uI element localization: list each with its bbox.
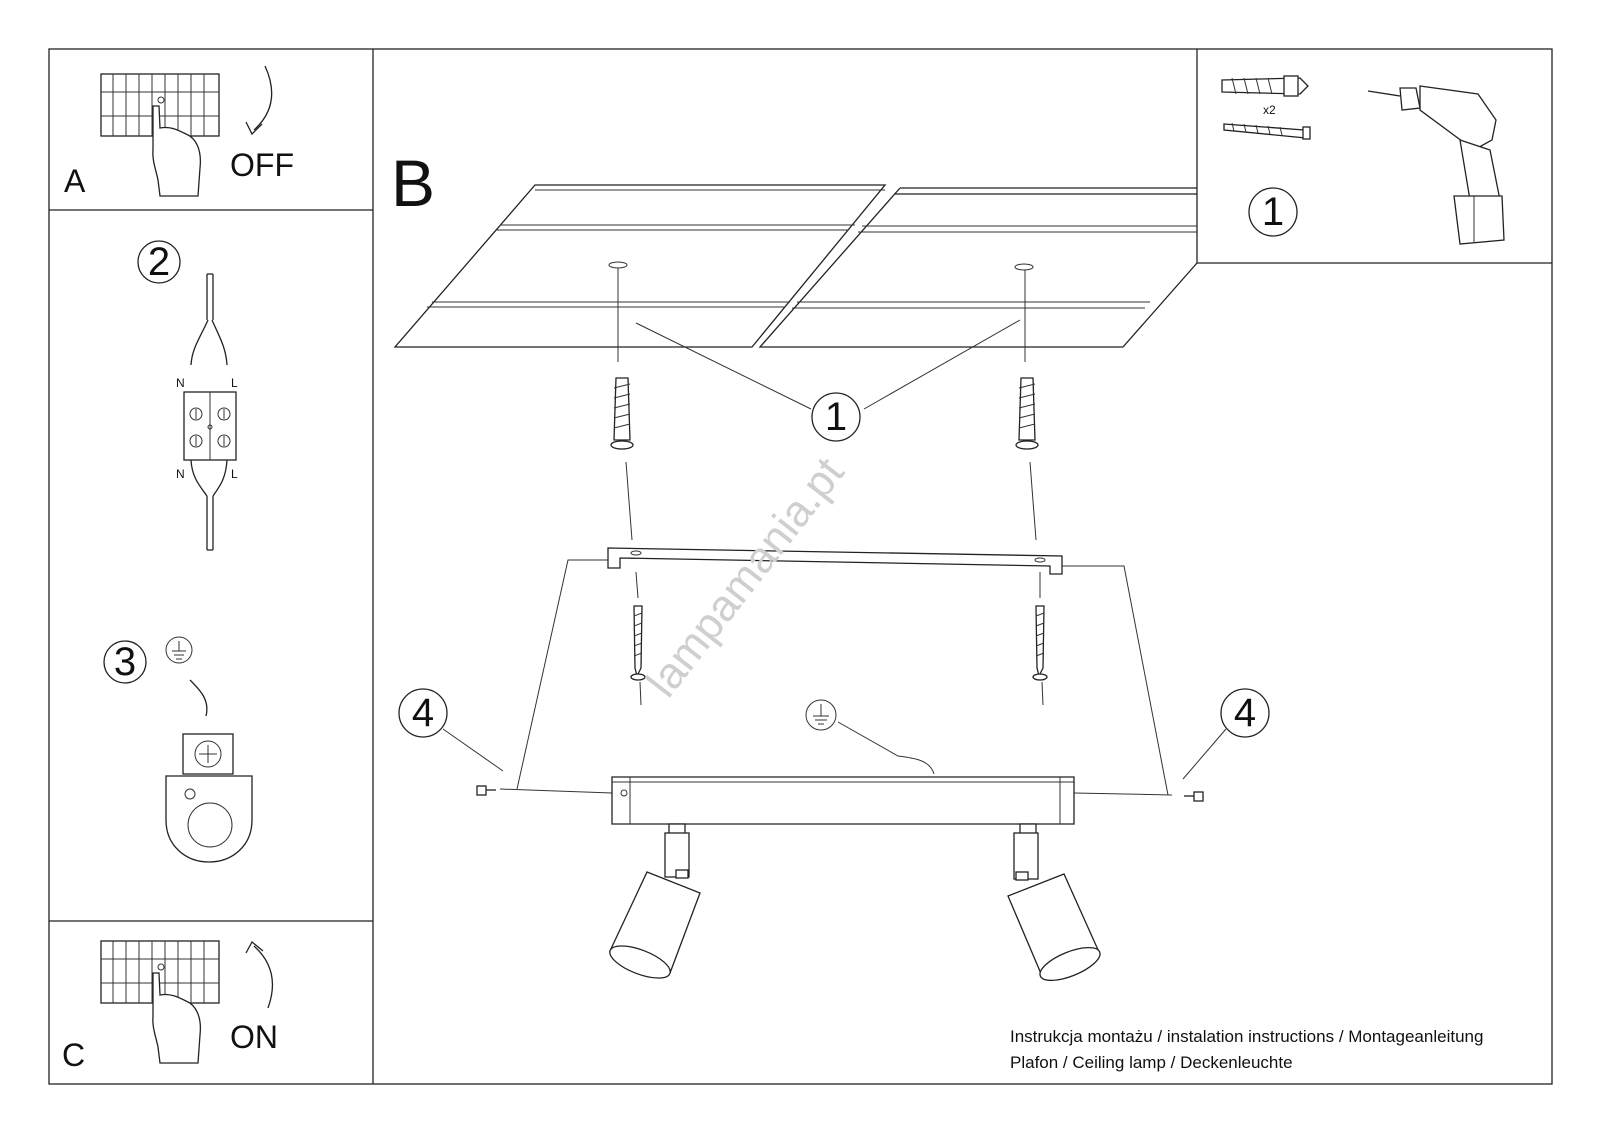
tools-panel: x2 1	[1221, 75, 1505, 245]
ground-step: 3	[103, 636, 253, 863]
step-2-number: 2	[148, 240, 170, 284]
step-1-badge-tools	[1248, 187, 1298, 237]
side-screw-icon	[476, 785, 496, 796]
spotlight-left	[609, 823, 701, 979]
watermark: lampamania.pt	[637, 449, 853, 707]
lamp-body	[611, 776, 1075, 825]
drill-guides	[617, 268, 1044, 706]
wall-plug-icon	[1221, 75, 1309, 97]
ground-terminal-icon	[165, 733, 253, 863]
terminal-block-icon	[183, 391, 237, 461]
step-1-number-tools: 1	[1262, 190, 1284, 234]
arrow-up-icon	[253, 945, 274, 1009]
panel-b-letter: B	[391, 146, 435, 220]
caption-line-1: Instrukcja montażu / instalation instruc…	[1010, 1027, 1484, 1046]
caption-line-2: Plafon / Ceiling lamp / Deckenleuchte	[1010, 1053, 1293, 1072]
panel-c-action: ON	[230, 1019, 278, 1055]
l-label-top: L	[231, 376, 238, 390]
hand-icon	[152, 972, 202, 1064]
screw-icon	[630, 605, 646, 681]
screw-icon	[1223, 122, 1311, 140]
screw-icon	[1032, 605, 1048, 681]
caption: Instrukcja montażu / instalation instruc…	[1010, 1024, 1483, 1076]
wire-bottom	[206, 496, 214, 551]
wall-plug-icon	[610, 377, 634, 450]
breaker-icon	[100, 73, 220, 137]
panel-c: C ON	[62, 940, 278, 1073]
earth-symbol-icon	[805, 699, 837, 731]
panel-a-letter: A	[64, 163, 86, 199]
anchor-count: x2	[1263, 103, 1276, 117]
step-3-number: 3	[114, 640, 136, 684]
wall-plug-icon	[1015, 377, 1039, 450]
panel-a: A OFF	[64, 65, 294, 199]
earth-symbol-icon	[165, 636, 193, 664]
step-4-number-right: 4	[1234, 691, 1256, 735]
step-4-badge-left	[398, 688, 448, 738]
drill-icon	[1367, 85, 1505, 245]
wiring-step: 2 N L N L	[137, 240, 238, 551]
panel-c-letter: C	[62, 1037, 85, 1073]
step-1-number: 1	[825, 395, 847, 439]
step-4-badge-right	[1220, 688, 1270, 738]
ceiling-illustration	[393, 184, 1198, 348]
hand-icon	[152, 105, 202, 197]
panel-a-action: OFF	[230, 147, 294, 183]
step-4-number-left: 4	[412, 691, 434, 735]
step-1-badge	[811, 392, 861, 442]
l-label-bottom: L	[231, 467, 238, 481]
arrow-down-icon	[253, 65, 273, 131]
outer-frame	[48, 48, 1553, 1085]
n-label-bottom: N	[176, 467, 185, 481]
side-screw-icon	[1184, 791, 1204, 802]
step-3-badge	[103, 640, 147, 684]
wire-top	[206, 273, 214, 320]
n-label-top: N	[176, 376, 185, 390]
spotlight-right	[1007, 823, 1101, 982]
mounting-bracket	[607, 547, 1063, 575]
step-2-badge	[137, 240, 181, 284]
